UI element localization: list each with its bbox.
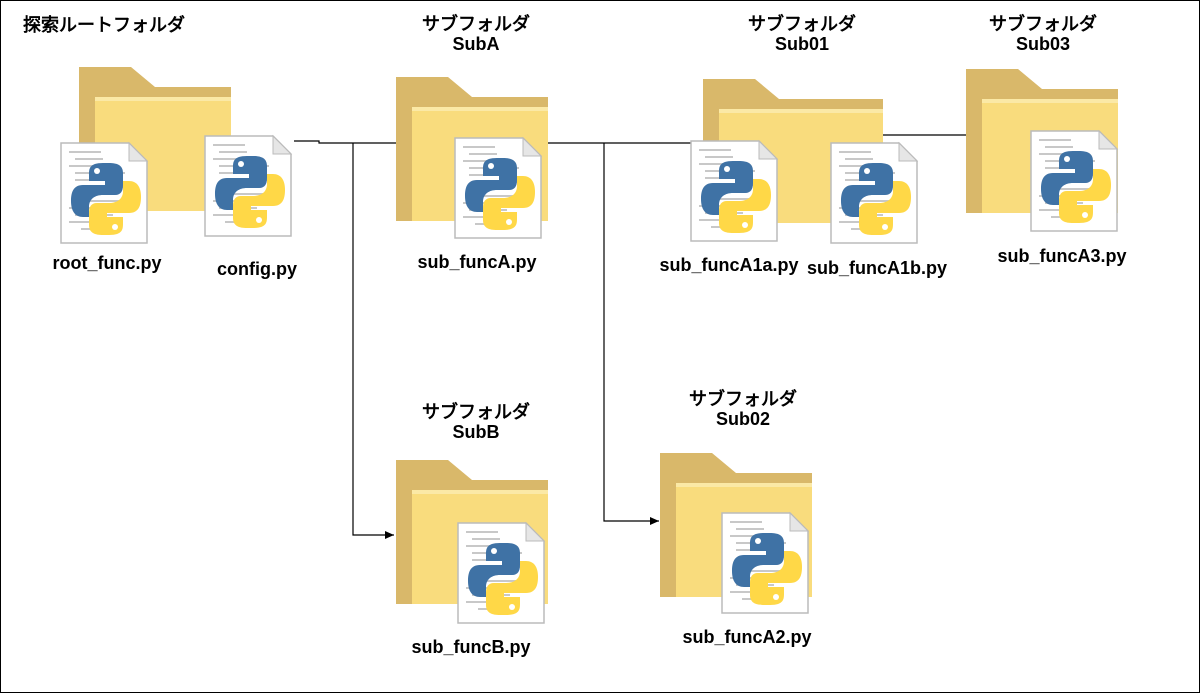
sub-funcA1b-filename: sub_funcA1b.py (806, 258, 948, 278)
sub-funcA1b-python-file-icon[interactable] (829, 141, 919, 245)
root-func-filename: root_func.py (52, 253, 162, 273)
sub01-caption-type: サブフォルダ (748, 14, 856, 34)
config-python-file-icon[interactable] (203, 134, 293, 238)
sub02-caption-type: サブフォルダ (689, 389, 797, 409)
sub03-caption: サブフォルダ Sub03 (989, 14, 1097, 54)
sub-funcA1a-python-file-icon[interactable] (689, 139, 779, 243)
connector-root-to-subA (294, 140, 399, 144)
subA-caption-name: SubA (452, 34, 500, 54)
config-filename: config.py (217, 259, 297, 279)
subA-caption-type: サブフォルダ (422, 14, 530, 34)
sub03-caption-type: サブフォルダ (989, 14, 1097, 34)
sub01-caption: サブフォルダ Sub01 (748, 14, 856, 54)
root-folder-title: 探索ルートフォルダ (23, 15, 185, 35)
sub-funcB-python-file-icon[interactable] (456, 521, 546, 625)
sub02-caption-name: Sub02 (715, 409, 771, 429)
sub01-caption-name: Sub01 (774, 34, 830, 54)
sub-funcB-filename: sub_funcB.py (411, 637, 531, 657)
sub03-caption-name: Sub03 (1015, 34, 1071, 54)
connector-subA-to-sub02 (603, 143, 659, 525)
sub-funcA3-filename: sub_funcA3.py (997, 246, 1127, 266)
sub-funcA3-python-file-icon[interactable] (1029, 129, 1119, 233)
sub02-caption: サブフォルダ Sub02 (689, 389, 797, 429)
connector-root-to-subB (352, 143, 394, 539)
subB-caption: サブフォルダ SubB (422, 402, 530, 442)
sub-funcA1a-filename: sub_funcA1a.py (659, 255, 799, 275)
subB-caption-type: サブフォルダ (422, 402, 530, 422)
sub-funcA2-python-file-icon[interactable] (720, 511, 810, 615)
sub-funcA-filename: sub_funcA.py (417, 252, 537, 272)
subA-caption: サブフォルダ SubA (422, 14, 530, 54)
root-func-python-file-icon[interactable] (59, 141, 149, 245)
sub-funcA2-filename: sub_funcA2.py (682, 627, 812, 647)
sub-funcA-python-file-icon[interactable] (453, 136, 543, 240)
subB-caption-name: SubB (452, 422, 500, 442)
